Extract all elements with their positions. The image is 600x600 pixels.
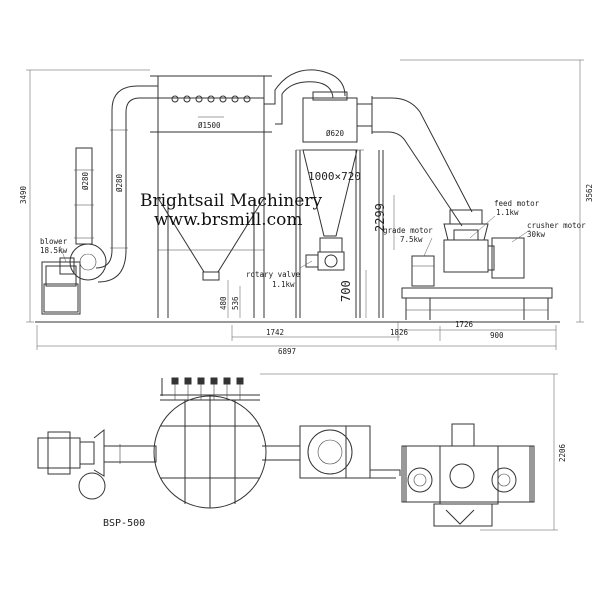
span-1826-label: 1826 [390, 328, 409, 337]
h-480-label: 480 [219, 296, 228, 310]
h-2299-label: 2299 [373, 203, 387, 232]
classifier-duct [357, 96, 473, 227]
return-pipe-diameter-label: Ø280 [115, 173, 124, 192]
grade-motor-power: 7.5kw [400, 235, 423, 244]
filter-diameter-label: Ø1500 [198, 121, 221, 130]
model-label: BSP-500 [103, 518, 145, 529]
cyclone-separator [295, 91, 384, 318]
blower-pipe-diameter-label: Ø280 [81, 171, 90, 190]
crusher-motor-label: crusher motor [527, 221, 586, 230]
cyclone-duct [264, 69, 346, 125]
website-watermark: www.brsmill.com [154, 210, 302, 230]
h-536-label: 536 [231, 296, 240, 310]
total-length-label: 6897 [278, 347, 296, 356]
h-700-label: 700 [339, 280, 353, 302]
elevation-dimensions [26, 59, 584, 350]
crusher-motor-power: 30kw [527, 230, 546, 239]
rotary-valve-power: 1.1kw [272, 280, 295, 289]
blower-power: 18.5kw [40, 246, 68, 255]
bag-filter [150, 75, 272, 318]
feed-motor-label: feed motor [494, 199, 540, 208]
left-height-label: 3490 [19, 185, 28, 204]
grade-motor-label: grade motor [383, 226, 433, 235]
span-1726-label: 1726 [455, 320, 474, 329]
blower-unit [41, 147, 107, 315]
company-watermark: Brightsail Machinery [140, 191, 322, 211]
air-classifier-mill [401, 209, 553, 320]
span-1742-label: 1742 [266, 328, 284, 337]
blower-label: blower [40, 237, 68, 246]
feed-motor-power: 1.1kw [496, 208, 519, 217]
cyclone-size-label: 1000×720 [308, 170, 361, 183]
elevation-view: blower 18.5kw rotary valve 1.1kw grade m… [19, 59, 594, 356]
return-pipe [95, 85, 158, 283]
right-height-label: 3562 [585, 184, 594, 202]
rotary-valve-label: rotary valve [246, 270, 301, 279]
plan-view: 2206 BSP-500 [37, 373, 567, 531]
span-900-label: 900 [490, 331, 504, 340]
plan-depth-label: 2206 [558, 443, 567, 462]
duct-diameter-label: Ø620 [326, 129, 345, 138]
